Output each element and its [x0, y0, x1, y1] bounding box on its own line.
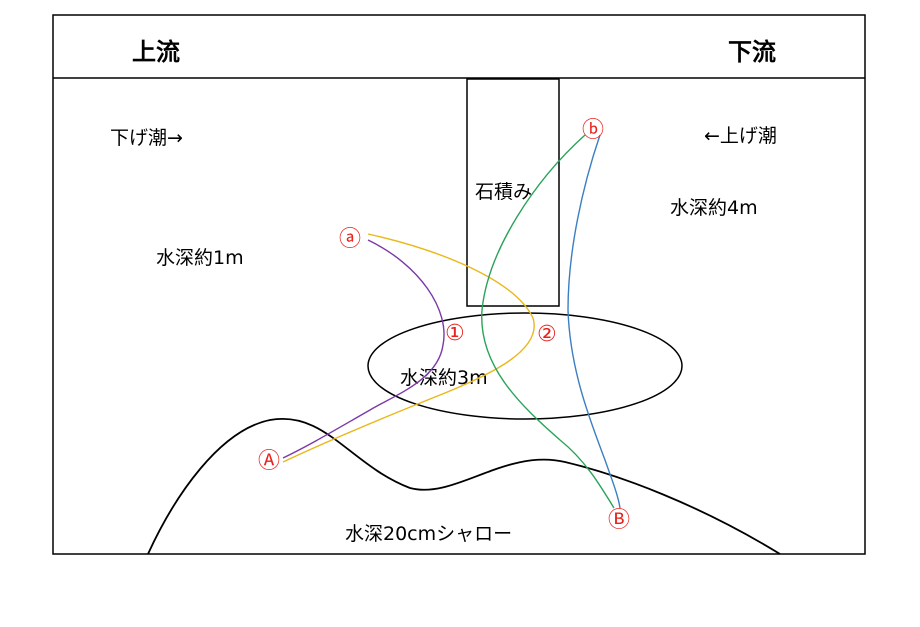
- marker-2: ②: [537, 322, 557, 347]
- marker-A: Ⓐ: [258, 449, 280, 474]
- marker-a: ⓐ: [339, 227, 361, 252]
- flood-tide-label: ←上げ潮: [704, 125, 777, 147]
- blue-path: [567, 134, 621, 509]
- purple-path: [282, 239, 445, 459]
- stone-wall: [466, 78, 560, 307]
- shallow-label: 水深20cmシャロー: [345, 523, 512, 545]
- marker-B: Ⓑ: [608, 508, 630, 533]
- depth-1m-label: 水深約1m: [156, 247, 244, 269]
- shallow-outline: [147, 417, 781, 555]
- stone-wall-label: 石積み: [475, 181, 532, 203]
- yellow-path: [282, 233, 535, 463]
- deep-pool: [367, 312, 683, 420]
- green-path: [481, 134, 615, 509]
- map-frame: [52, 14, 866, 555]
- marker-b: ⓑ: [582, 118, 604, 143]
- downstream-label: 下流: [728, 38, 776, 66]
- depth-4m-label: 水深約4m: [670, 197, 758, 219]
- marker-1: ①: [445, 321, 465, 346]
- upstream-label: 上流: [132, 38, 180, 66]
- ebb-tide-label: 下げ潮→: [110, 127, 183, 149]
